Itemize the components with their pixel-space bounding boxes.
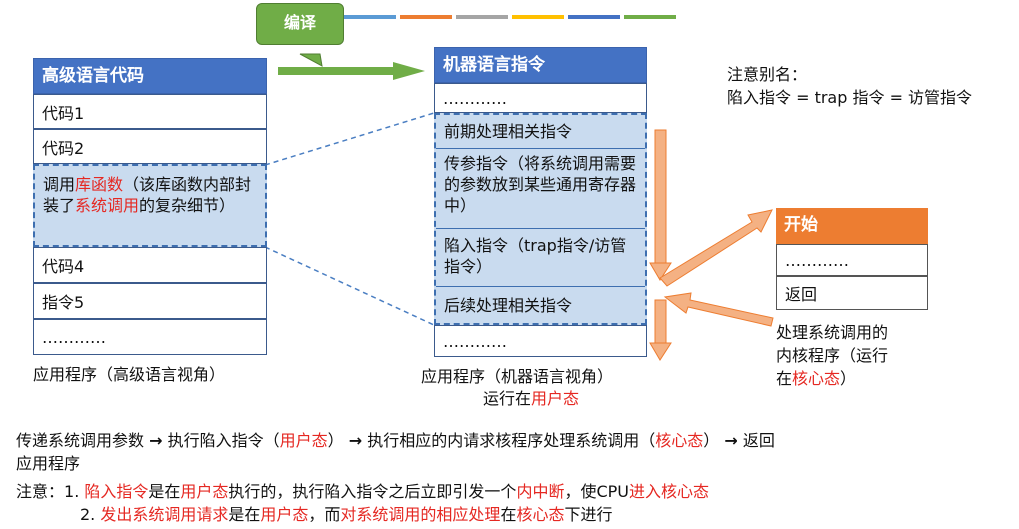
call-prefix: 调用 — [43, 175, 76, 194]
color-bar-5 — [568, 15, 620, 19]
color-bar-4 — [512, 15, 564, 19]
note-1-user-mode: 用户态 — [180, 482, 229, 501]
right-row-top-dots: ………… — [434, 83, 647, 113]
note-2-user-mode: 用户态 — [260, 505, 309, 524]
note-1-interrupt: 内中断 — [516, 482, 565, 501]
flow-arrow-down-2 — [654, 299, 667, 346]
compile-bubble-tail — [299, 53, 323, 67]
library-function-term: 库函数 — [75, 175, 124, 194]
flow-step-trap: 执行陷入指令（ — [162, 431, 280, 450]
alias-note-line1: 注意别名： — [727, 65, 808, 84]
user-mode-step-group: 前期处理相关指令 传参指令（将系统调用需要的参数放到某些通用寄存器中） 陷入指令… — [434, 113, 647, 325]
compile-arrow-shaft — [278, 67, 393, 75]
left-caption: 应用程序（高级语言视角） — [33, 365, 226, 384]
left-row-code2: 代码2 — [33, 129, 267, 164]
flow-arrow-1: → — [149, 431, 163, 450]
note-2-text-h: 下进行 — [564, 505, 613, 524]
step-trap-instruction: 陷入指令（trap指令/访管指令） — [436, 229, 645, 287]
color-bar-2 — [400, 15, 452, 19]
left-row-code4: 代码4 — [33, 247, 267, 283]
flow-line2: 应用程序 — [16, 454, 81, 473]
flow-kernel-mode: 核心态 — [655, 431, 704, 450]
kernel-caption-line3: 在核心态） — [776, 368, 856, 390]
note-1-text-f: ，使CPU — [564, 482, 629, 501]
color-bar-1 — [344, 15, 396, 19]
note-2-text-f: 在 — [500, 505, 517, 524]
step-post-processing: 后续处理相关指令 — [444, 296, 573, 315]
left-row-instr5: 指令5 — [33, 283, 267, 319]
kernel-return: 返回 — [776, 276, 928, 310]
flow-user-mode: 用户态 — [279, 431, 328, 450]
right-caption-line2: 运行在用户态 — [483, 388, 579, 410]
call-suffix: 的复杂细节） — [139, 196, 236, 215]
note-2-text-d: ，而 — [308, 505, 341, 524]
compile-label: 编译 — [283, 13, 316, 32]
right-row-bottom-dots: ………… — [434, 325, 647, 357]
note-2-handling: 对系统调用的相应处理 — [340, 505, 501, 524]
alias-note-line2: 陷入指令 = trap 指令 = 访管指令 — [727, 88, 973, 107]
call-middle: （该库函数内部封装了 — [43, 175, 252, 215]
kernel-start: 开始 — [776, 208, 928, 244]
right-caption-prefix: 运行在 — [483, 389, 532, 408]
step-pass-params: 传参指令（将系统调用需要的参数放到某些通用寄存器中） — [436, 149, 645, 229]
left-row-code1: 代码1 — [33, 94, 267, 129]
note-2-number: 2. — [80, 505, 101, 524]
system-call-term: 系统调用 — [75, 196, 140, 215]
note-1: 注意：1. 陷入指令是在用户态执行的，执行陷入指令之后立即引发一个内中断，使CP… — [16, 481, 709, 503]
dashed-connector-bottom — [264, 246, 435, 326]
note-1-text-d: 执行的，执行陷入指令之后立即引发一个 — [228, 482, 517, 501]
flow-paren-close-2: ） — [703, 431, 720, 450]
kernel-caption-line1: 处理系统调用的 — [776, 323, 889, 342]
kernel-caption-prefix: 在 — [776, 369, 793, 388]
note-2: 2. 发出系统调用请求是在用户态，而对系统调用的相应处理在核心态下进行 — [80, 504, 612, 526]
left-row-dots: ………… — [33, 319, 267, 355]
note-1-enter-kernel: 进入核心态 — [629, 482, 710, 501]
kernel-mode-term: 核心态 — [792, 369, 841, 388]
flow-line: 传递系统调用参数 → 执行陷入指令（用户态） → 执行相应的内请求核程序处理系统… — [16, 430, 1016, 452]
note-2-text-b: 是在 — [228, 505, 261, 524]
compile-bubble: 编译 — [256, 3, 344, 45]
right-caption-line1: 应用程序（机器语言视角） — [421, 367, 614, 386]
flow-step-pass-params: 传递系统调用参数 — [16, 431, 150, 450]
note-1-text-b: 是在 — [148, 482, 181, 501]
note-1-trap-term: 陷入指令 — [84, 482, 149, 501]
kernel-dots: ………… — [776, 244, 928, 276]
flow-step-return: 返回 — [737, 431, 775, 450]
flow-step-kernel: 执行相应的内请求核程序处理系统调用（ — [362, 431, 656, 450]
note-2-kernel-mode: 核心态 — [516, 505, 565, 524]
kernel-return-arrow — [663, 292, 774, 327]
left-table-title: 高级语言代码 — [33, 58, 267, 94]
right-table-title: 机器语言指令 — [434, 47, 647, 83]
flow-arrow-2: → — [348, 431, 363, 450]
note-label: 注意： — [16, 482, 65, 501]
flow-paren-close-1: ） — [327, 431, 344, 450]
library-call-row: 调用库函数（该库函数内部封装了系统调用的复杂细节） — [33, 164, 267, 247]
flow-arrow-3: → — [724, 431, 738, 450]
flow-arrow-down-1 — [654, 129, 667, 266]
color-bar-6 — [624, 15, 676, 19]
color-bar-3 — [456, 15, 508, 19]
flow-arrow-down-2-head — [649, 342, 672, 361]
compile-arrow-head — [393, 62, 425, 80]
note-2-request: 发出系统调用请求 — [100, 505, 229, 524]
note-1-number: 1. — [64, 482, 85, 501]
trap-to-kernel-arrow — [659, 209, 773, 287]
dashed-connector-top — [264, 112, 435, 166]
kernel-caption-suffix: ） — [840, 369, 857, 388]
user-mode-term: 用户态 — [531, 389, 580, 408]
kernel-caption-line2: 内核程序（运行 — [776, 346, 889, 365]
step-pre-processing: 前期处理相关指令 — [436, 115, 645, 149]
flow-arrow-down-1-head — [649, 262, 672, 281]
